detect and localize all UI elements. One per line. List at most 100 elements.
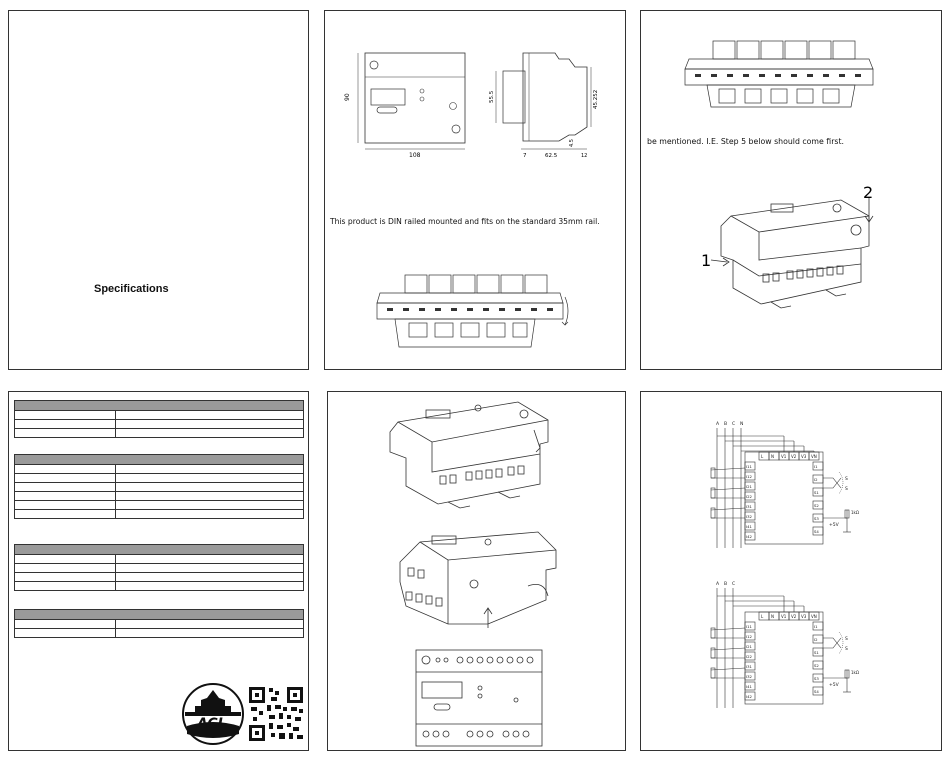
ct-sensor (710, 667, 716, 679)
table-row (14, 492, 304, 501)
terminal-label: I32 (746, 674, 753, 679)
terminal-label: I12 (746, 474, 753, 479)
table-row (14, 420, 304, 429)
sensor-label: S (845, 646, 848, 652)
spec-table-3 (14, 544, 304, 591)
terminal-label: I1 (814, 464, 818, 469)
dim-62-5: 62.5 (545, 153, 558, 159)
terminal-box (744, 521, 756, 531)
ct-wire (710, 467, 746, 471)
terminal-box (744, 691, 756, 701)
terminal-box (812, 526, 824, 536)
dimensions-panel: 90 108 55.5 45.252 7 62.5 4.5 12 This pr… (324, 10, 626, 370)
table-row (14, 564, 304, 573)
table-row (14, 483, 304, 492)
sensor-label: S (845, 476, 848, 482)
dim-45-252: 45.252 (593, 90, 599, 109)
terminal-box (744, 661, 756, 671)
table-row (14, 501, 304, 510)
terminal-label: S4 (814, 689, 819, 694)
terminal-label: N (771, 614, 774, 619)
meter-box (744, 451, 824, 545)
terminal-label: S1 (814, 490, 819, 495)
qr-code-icon (247, 685, 305, 743)
table-row (14, 555, 304, 564)
voltage-label: +5V (829, 522, 840, 528)
phase-label: A (716, 581, 720, 587)
terminal-box (808, 611, 820, 621)
spec-tables-panel: ACI (8, 391, 309, 751)
phase-label: B (724, 581, 727, 587)
sensor-loop (838, 631, 844, 655)
terminal-box (744, 651, 756, 661)
terminal-label: I31 (746, 664, 753, 669)
terminal-label: I11 (746, 624, 753, 629)
terminal-label: I2 (814, 637, 818, 642)
dim-width-108: 108 (409, 152, 421, 159)
terminal-label: N (771, 454, 774, 459)
terminal-box (744, 481, 756, 491)
terminal-box (812, 461, 824, 471)
ct-wire (710, 627, 746, 631)
ct-sensor (710, 507, 716, 519)
terminal-label: I41 (746, 684, 753, 689)
terminal-label: S3 (814, 676, 819, 681)
ct-wire (710, 647, 746, 651)
phase-label: C (732, 421, 735, 427)
din-rail-top-illustration (684, 40, 874, 108)
cover-panel: Specifications (8, 10, 309, 370)
meter-box (744, 611, 824, 705)
table-row (14, 429, 304, 438)
terminal-box (812, 500, 824, 510)
table-row (14, 582, 304, 591)
terminal-box (744, 531, 756, 541)
terminal-label: I1 (814, 624, 818, 629)
phase-label: B (724, 421, 727, 427)
terminal-label: I2 (814, 477, 818, 482)
ct-sensor (710, 627, 716, 639)
specifications-heading: Specifications (94, 283, 169, 295)
table-row (14, 474, 304, 483)
meter-mounting-illustration: 1 2 (701, 186, 874, 309)
terminal-box (744, 681, 756, 691)
terminal-label: S1 (814, 650, 819, 655)
terminal-label: I22 (746, 494, 753, 499)
ct-wire (710, 667, 746, 671)
resistor (844, 509, 850, 519)
terminal-box (744, 511, 756, 521)
spec-table-header (14, 544, 304, 555)
spec-table-2 (14, 454, 304, 519)
terminal-label: I42 (746, 694, 753, 699)
aci-logo-text: ACI (196, 716, 223, 732)
phase-label: N (740, 421, 743, 427)
terminal-box (812, 474, 824, 484)
installation-panel: be mentioned. I.E. Step 5 below should c… (640, 10, 942, 370)
terminal-box (812, 647, 824, 657)
terminal-label: VN (811, 454, 817, 459)
table-row (14, 465, 304, 474)
dim-4-5: 4.5 (569, 139, 575, 147)
terminal-box (744, 491, 756, 501)
terminal-label: I31 (746, 504, 753, 509)
terminal-label: V1 (781, 454, 787, 459)
dim-7: 7 (523, 153, 527, 159)
terminal-label: VN (811, 614, 817, 619)
terminal-label: I32 (746, 514, 753, 519)
terminal-label: V2 (791, 614, 797, 619)
terminal-box (812, 686, 824, 696)
terminal-label: S4 (814, 529, 819, 534)
table-row (14, 620, 304, 629)
terminal-label: V1 (781, 614, 787, 619)
terminal-box (812, 634, 824, 644)
terminal-label: I12 (746, 634, 753, 639)
terminal-box (744, 641, 756, 651)
ct-wire (710, 507, 746, 511)
terminal-box (744, 671, 756, 681)
table-row (14, 573, 304, 582)
step-2-label: 2 (863, 186, 873, 202)
terminal-label: S2 (814, 503, 819, 508)
terminal-label: S3 (814, 516, 819, 521)
terminal-label: I42 (746, 534, 753, 539)
aci-logo: ACI (182, 683, 244, 745)
